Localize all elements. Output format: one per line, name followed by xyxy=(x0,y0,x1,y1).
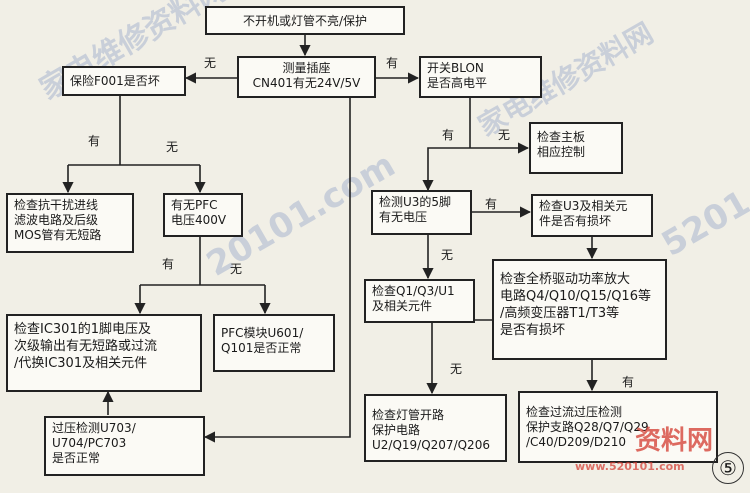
node-u3-pin5: 检测U3的5脚 有无电压 xyxy=(371,190,472,235)
node-pfc-module: PFC模块U601/ Q101是否正常 xyxy=(213,314,335,372)
node-u3-check: 检查U3及相关元 件是否有损坏 xyxy=(531,194,653,237)
node-ovp: 过压检测U703/ U704/PC703 是否正常 xyxy=(44,416,205,476)
node-blon: 开关BLON 是否高电平 xyxy=(419,56,542,98)
edge-return-to-ovp xyxy=(203,88,351,443)
label-yes-pfc400: 有 xyxy=(162,257,175,271)
edge-blon-to-u3pin5 xyxy=(422,147,470,192)
label-no-blon: 无 xyxy=(498,128,511,142)
label-yes-fuse: 有 xyxy=(88,134,101,148)
label-no-pfc400: 无 xyxy=(230,262,243,276)
node-fullbridge: 检查全桥驱动功率放大 电路Q4/Q10/Q15/Q16等 /高频变压器T1/T3… xyxy=(492,259,667,360)
node-lamp-open: 检查灯管开路 保护电路 U2/Q19/Q207/Q206 xyxy=(364,394,507,462)
node-ocp: 检查过流过压检测 保护支路Q28/Q7/Q29 /C40/D209/D210 xyxy=(518,391,718,463)
label-no-measure: 无 xyxy=(204,56,217,70)
label-no-fullbridge: 无 xyxy=(450,362,463,376)
page-number: ⑤ xyxy=(712,452,744,484)
node-emi: 检查抗干扰进线 滤波电路及后级 MOS管有无短路 xyxy=(6,193,134,253)
label-no-u3pin5: 无 xyxy=(441,248,454,262)
label-yes-fullbridge: 有 xyxy=(622,375,635,389)
node-fuse: 保险F001是否坏 xyxy=(62,66,186,96)
label-no-fuse: 无 xyxy=(166,140,179,154)
node-top: 不开机或灯管不亮/保护 xyxy=(205,6,405,35)
label-yes-blon: 有 xyxy=(442,128,455,142)
watermark-logo: 资料网 xyxy=(635,426,714,456)
label-yes-u3pin5: 有 xyxy=(485,197,498,211)
node-mainboard: 检查主板 相应控制 xyxy=(529,122,623,174)
node-measure-cn401: 测量插座 CN401有无24V/5V xyxy=(237,56,376,98)
edge-fullbridge-to-lamp xyxy=(426,319,492,395)
node-pfc400: 有无PFC 电压400V xyxy=(163,193,243,237)
node-ic301: 检查IC301的1脚电压及 次级输出有无短路或过流 /代换IC301及相关元件 xyxy=(6,314,202,392)
label-yes-measure: 有 xyxy=(386,56,399,70)
watermark-url: www.520101.com xyxy=(575,460,685,473)
node-q1q3u1: 检查Q1/Q3/U1 及相关元件 xyxy=(364,279,475,323)
